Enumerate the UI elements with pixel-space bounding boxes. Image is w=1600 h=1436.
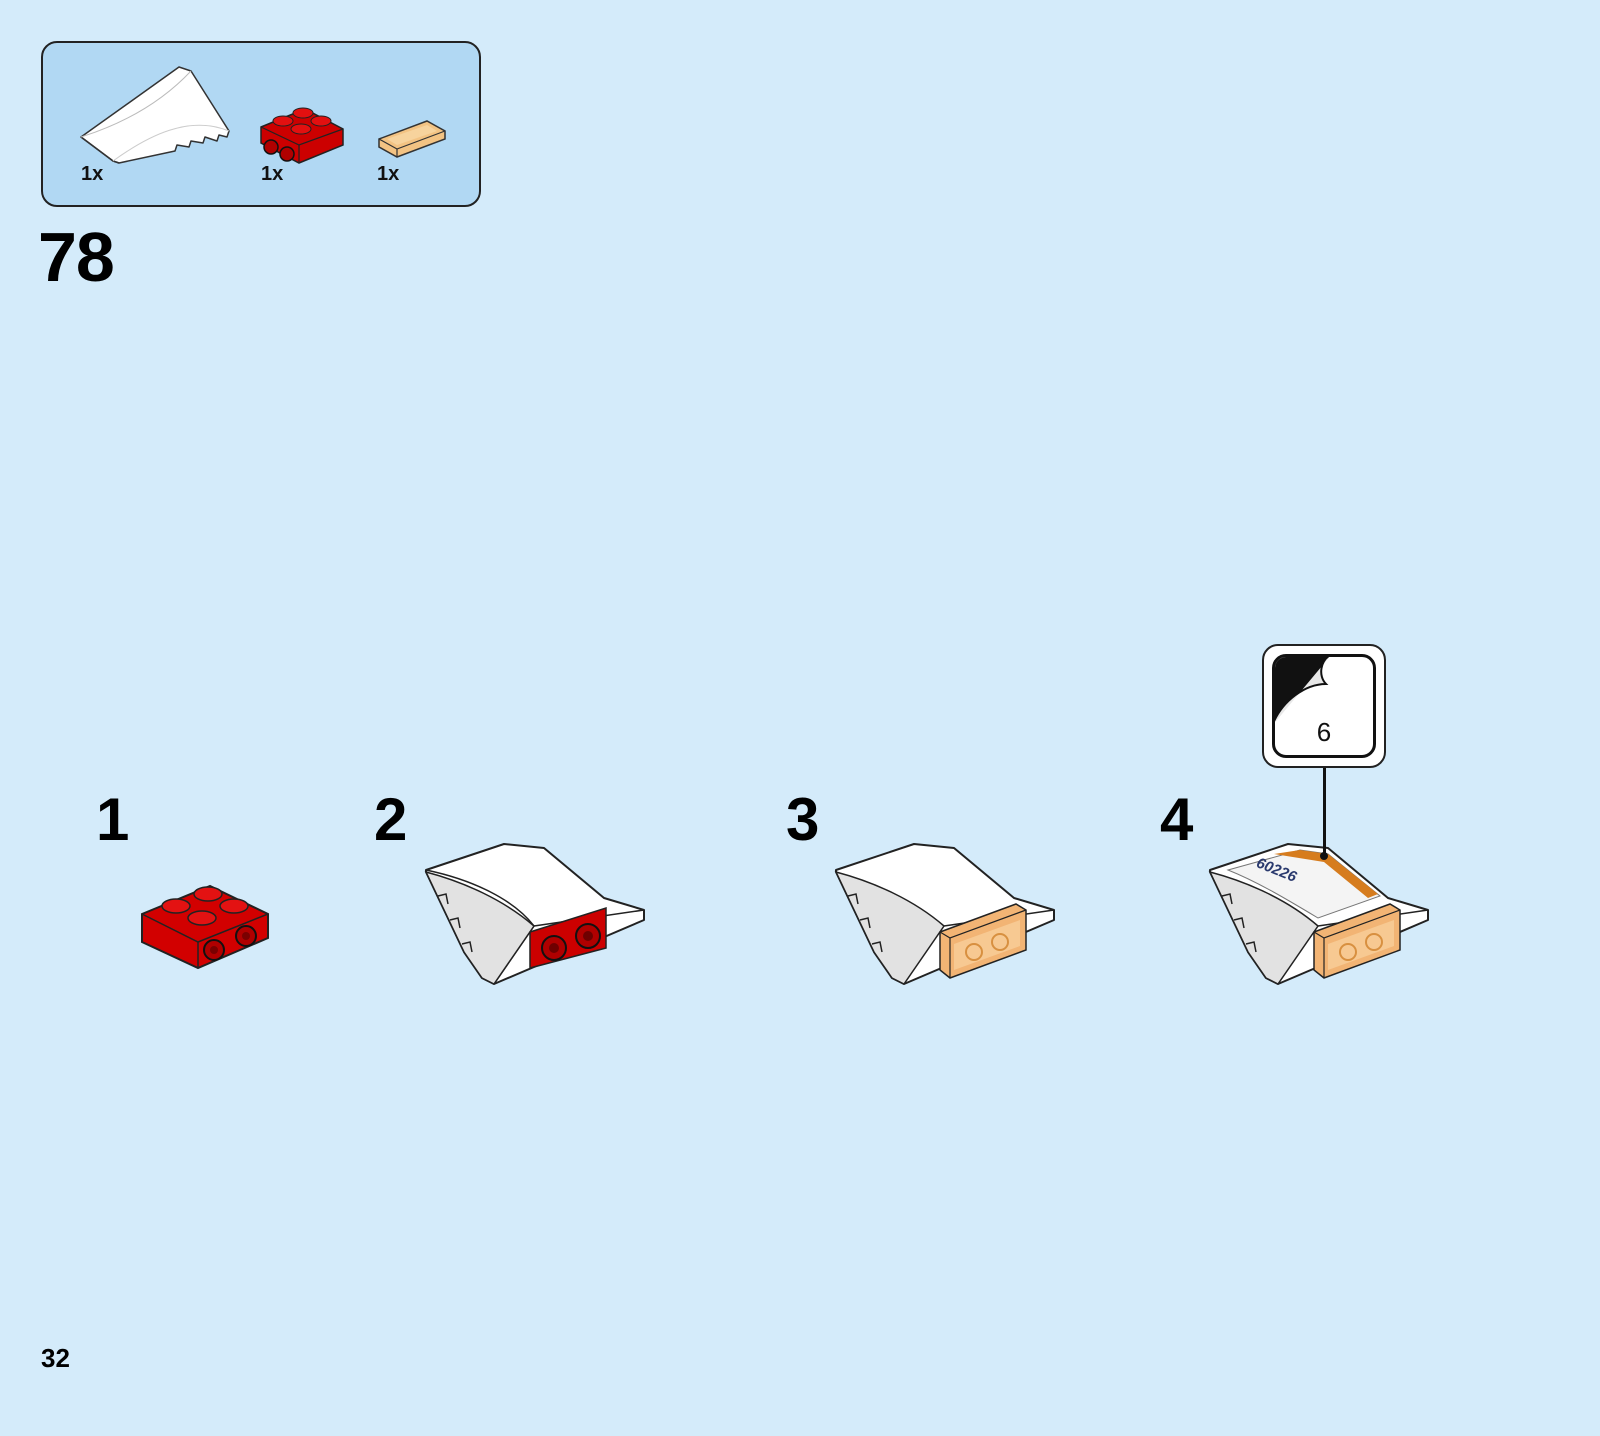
step-number: 78 — [38, 222, 114, 292]
white-wedge-part-icon — [79, 65, 233, 165]
wedge-with-orange-tile-illustration — [834, 840, 1058, 990]
parts-list-box: 1x 1x 1x — [41, 41, 481, 207]
substep-number: 1 — [96, 790, 129, 850]
sticker-callout: 6 — [1262, 644, 1386, 768]
sticker-number: 6 — [1275, 717, 1373, 748]
wedge-with-sticker-illustration: 60226 — [1208, 840, 1432, 990]
wedge-with-red-plate-illustration — [424, 840, 648, 990]
substep-number: 2 — [374, 790, 407, 850]
leader-dot — [1320, 852, 1328, 860]
part-quantity-label: 1x — [261, 163, 283, 186]
callout-leader-line — [1323, 768, 1326, 856]
part-quantity-label: 1x — [377, 163, 399, 186]
sticker-icon: 6 — [1272, 654, 1376, 758]
substep-number: 3 — [786, 790, 819, 850]
trans-orange-tile-part-icon — [375, 117, 447, 163]
part-quantity-label: 1x — [81, 163, 103, 186]
page-number: 32 — [41, 1343, 70, 1374]
substep-number: 4 — [1160, 790, 1193, 850]
red-plate-part-icon — [257, 101, 347, 167]
red-plate-illustration — [138, 880, 272, 972]
